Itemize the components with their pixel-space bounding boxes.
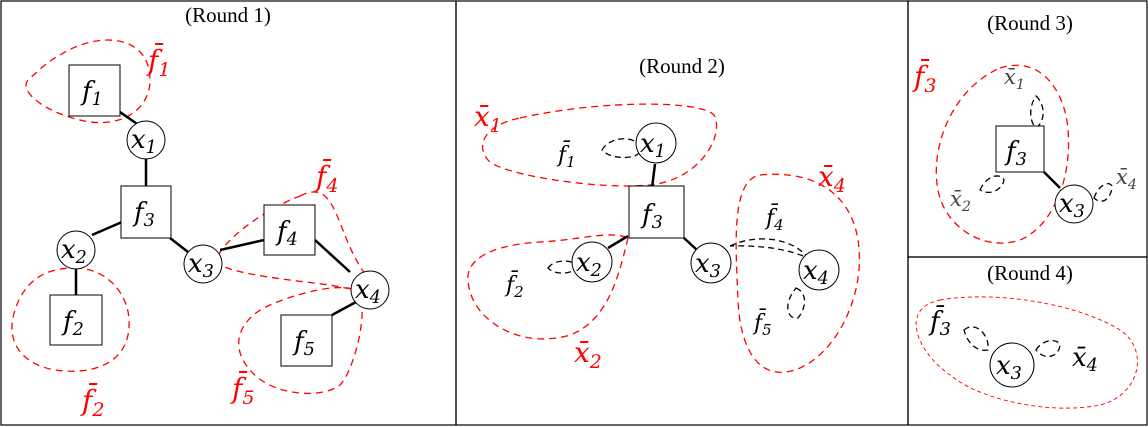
edge-f3-x3 xyxy=(169,237,189,253)
group-f1-outline xyxy=(25,39,151,124)
round-2-title: (Round 2) xyxy=(639,54,725,78)
group-label-x1: x̄1 xyxy=(474,100,502,137)
round-2-graph: f3 x1 x2 x3 x4 f̄1 f̄2 f̄4 f̄5 x̄1 x̄2 x… xyxy=(467,100,861,373)
factor-f5 xyxy=(280,314,333,367)
round-4-title: (Round 4) xyxy=(987,261,1073,285)
round-1-title: (Round 1) xyxy=(185,3,271,27)
edge-x3-f4 xyxy=(219,238,265,252)
round-3-graph: f3 x3 x̄1 x̄2 x̄4 f̄3 xyxy=(912,58,1137,244)
group-label-x2: x̄2 xyxy=(574,336,602,373)
r2-variable-x4 xyxy=(798,249,840,291)
r3-message-label-x2: x̄2 xyxy=(950,187,971,215)
variable-x1 xyxy=(126,120,166,160)
group-x2-outline xyxy=(467,234,629,340)
r3-variable-x3 xyxy=(1054,184,1094,224)
r4-message-label-x4: x̄4 xyxy=(1072,343,1098,376)
group-label-f5: f̄5 xyxy=(230,370,254,409)
r4-variable-x3 xyxy=(989,342,1035,388)
edge-r2-f3-x2 xyxy=(607,234,629,250)
r2-variable-x1 xyxy=(635,122,677,164)
message-x4-to-x3 xyxy=(1093,183,1113,202)
message-x4-to-x3-r4 xyxy=(1035,339,1061,358)
r3-label-x3: x3 xyxy=(1059,189,1085,222)
r2-message-label-f1: f̄1 xyxy=(556,140,576,171)
group-label-f1: f̄1 xyxy=(146,42,170,81)
r2-message-label-f4: f̄4 xyxy=(764,203,784,234)
r2-message-label-f5: f̄5 xyxy=(752,308,772,339)
factor-f1 xyxy=(68,64,121,117)
variable-x2 xyxy=(56,230,96,270)
group-label-f3: f̄3 xyxy=(912,58,936,97)
r3-message-label-x1: x̄1 xyxy=(1004,65,1025,93)
r3-factor-f3 xyxy=(995,125,1045,173)
group-label-f2: f̄2 xyxy=(80,382,104,421)
group-label-x4: x̄4 xyxy=(818,160,846,197)
r2-variable-x3 xyxy=(690,242,732,284)
factor-f3 xyxy=(120,185,172,239)
edge-r2-f3-x3 xyxy=(683,237,698,251)
group-x1-outline xyxy=(482,103,718,187)
factor-f2 xyxy=(49,294,103,346)
message-x3-to-x4 xyxy=(729,238,810,260)
edge-r2-x1-f3 xyxy=(650,163,657,189)
message-f5-to-x4 xyxy=(787,287,806,319)
edge-x4-f5 xyxy=(331,300,357,317)
r4-label-x3: x3 xyxy=(996,351,1022,384)
variable-x4 xyxy=(350,270,390,310)
r3-message-label-x4: x̄4 xyxy=(1116,165,1137,193)
variable-x3 xyxy=(183,244,223,284)
r2-label-x1: x1 xyxy=(640,129,666,162)
group-f2-outline xyxy=(11,267,130,372)
r2-message-label-f2: f̄2 xyxy=(504,270,524,301)
r2-label-x4: x4 xyxy=(803,256,829,289)
round-3-title: (Round 3) xyxy=(987,11,1073,35)
round-4-graph: x3 f̄3 x̄4 xyxy=(915,296,1138,409)
r2-label-x3: x3 xyxy=(695,249,721,282)
message-x1-to-f3 xyxy=(1030,95,1044,129)
label-x3: x3 xyxy=(188,249,214,282)
label-x2: x2 xyxy=(61,235,87,268)
r2-variable-x2 xyxy=(571,241,613,283)
r2-label-x2: x2 xyxy=(576,248,602,281)
group-f3-outline xyxy=(935,64,1070,244)
message-f3-to-x3 xyxy=(963,326,989,351)
r2-factor-f3 xyxy=(628,185,685,239)
round-1-graph: f1 f3 f2 f4 f5 x1 x2 x3 x4 f̄1 f̄2 f̄4 f… xyxy=(11,39,390,421)
group-f4-outline xyxy=(216,191,375,291)
message-f1-to-x1 xyxy=(601,138,641,159)
label-x4: x4 xyxy=(355,275,381,308)
edge-f4-x4 xyxy=(314,239,351,273)
factor-f4 xyxy=(263,204,316,256)
group-label-f4: f̄4 xyxy=(314,158,338,197)
group-x4-outline xyxy=(735,173,861,373)
panel-round-4 xyxy=(907,256,1148,426)
r4-message-label-f3: f̄3 xyxy=(928,304,951,340)
label-x1: x1 xyxy=(131,125,157,158)
edge-f3-x2 xyxy=(91,220,123,237)
message-x2-to-f3 xyxy=(979,175,1005,194)
edge-r3-f3-x3 xyxy=(1043,171,1061,189)
